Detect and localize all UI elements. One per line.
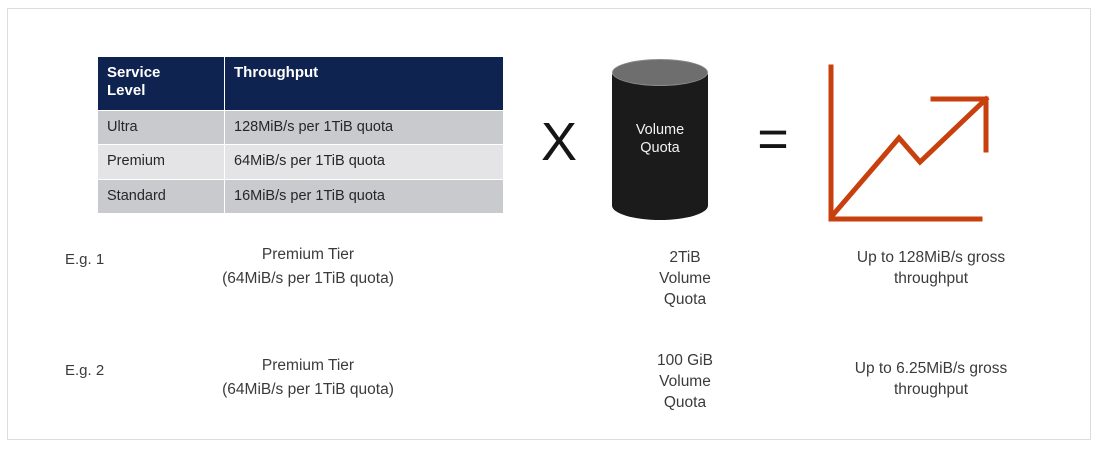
- cell-service-level: Standard: [98, 179, 224, 213]
- cylinder-top-ellipse: [612, 59, 708, 86]
- header-service-line1: Service: [107, 64, 161, 81]
- header-service-line2: Level: [107, 81, 146, 99]
- example-1-label: E.g. 1: [65, 251, 105, 268]
- example-2-tier-line1: Premium Tier: [261, 357, 355, 374]
- example-1-volume-line1: 2TiB: [669, 249, 701, 266]
- service-level-throughput-table: Service Level Throughput Ultra 128MiB/s …: [97, 56, 504, 214]
- table-row: Ultra 128MiB/s per 1TiB quota: [98, 111, 503, 145]
- table-header-row: Service Level Throughput: [98, 57, 503, 110]
- table-body: Ultra 128MiB/s per 1TiB quota Premium 64…: [98, 111, 503, 213]
- example-1-tier-line2: (64MiB/s per 1TiB quota): [222, 270, 394, 287]
- example-1-tier-line1: Premium Tier: [261, 246, 355, 263]
- example-1-result-line2: throughput: [893, 270, 969, 287]
- cell-throughput: 128MiB/s per 1TiB quota: [225, 111, 503, 145]
- example-2-tier: Premium Tier (64MiB/s per 1TiB quota): [138, 354, 478, 402]
- example-2-tier-line2: (64MiB/s per 1TiB quota): [222, 381, 394, 398]
- cylinder-label: Volume Quota: [612, 121, 708, 157]
- example-2-result: Up to 6.25MiB/s gross throughput: [816, 358, 1046, 400]
- cell-throughput: 64MiB/s per 1TiB quota: [225, 145, 503, 179]
- equals-operator-symbol: =: [757, 109, 789, 169]
- cylinder-body: [612, 72, 708, 208]
- example-1-tier: Premium Tier (64MiB/s per 1TiB quota): [138, 243, 478, 291]
- example-2-volume-line2: Volume: [659, 373, 711, 390]
- cell-service-level: Ultra: [98, 111, 224, 145]
- column-header-throughput: Throughput: [225, 57, 503, 110]
- cell-service-level: Premium: [98, 145, 224, 179]
- example-2-result-line2: throughput: [893, 381, 969, 398]
- table-row: Standard 16MiB/s per 1TiB quota: [98, 179, 503, 213]
- table-row: Premium 64MiB/s per 1TiB quota: [98, 145, 503, 179]
- example-2-volume-quota: 100 GiB Volume Quota: [610, 350, 760, 413]
- example-1-volume-line3: Quota: [663, 291, 707, 308]
- example-1-result: Up to 128MiB/s gross throughput: [816, 247, 1046, 289]
- example-1-volume-quota: 2TiB Volume Quota: [610, 247, 760, 310]
- cell-throughput: 16MiB/s per 1TiB quota: [225, 179, 503, 213]
- volume-quota-cylinder: Volume Quota: [612, 59, 708, 221]
- diagram-frame: Service Level Throughput Ultra 128MiB/s …: [7, 8, 1091, 440]
- column-header-service-level: Service Level: [98, 57, 224, 110]
- example-2-volume-line1: 100 GiB: [656, 352, 713, 369]
- line-chart-up-arrow-icon: [820, 59, 1000, 227]
- example-1-result-line1: Up to 128MiB/s gross: [856, 249, 1006, 266]
- table-header: Service Level Throughput: [98, 57, 503, 110]
- cylinder-label-line2: Quota: [640, 140, 680, 156]
- example-2-label: E.g. 2: [65, 362, 105, 379]
- multiply-operator-symbol: X: [540, 112, 578, 172]
- cylinder-label-line1: Volume: [635, 122, 685, 138]
- example-1-volume-line2: Volume: [659, 270, 711, 287]
- example-2-volume-line3: Quota: [663, 394, 707, 411]
- example-2-result-line1: Up to 6.25MiB/s gross: [854, 360, 1008, 377]
- cylinder-bottom-ellipse: [612, 191, 708, 220]
